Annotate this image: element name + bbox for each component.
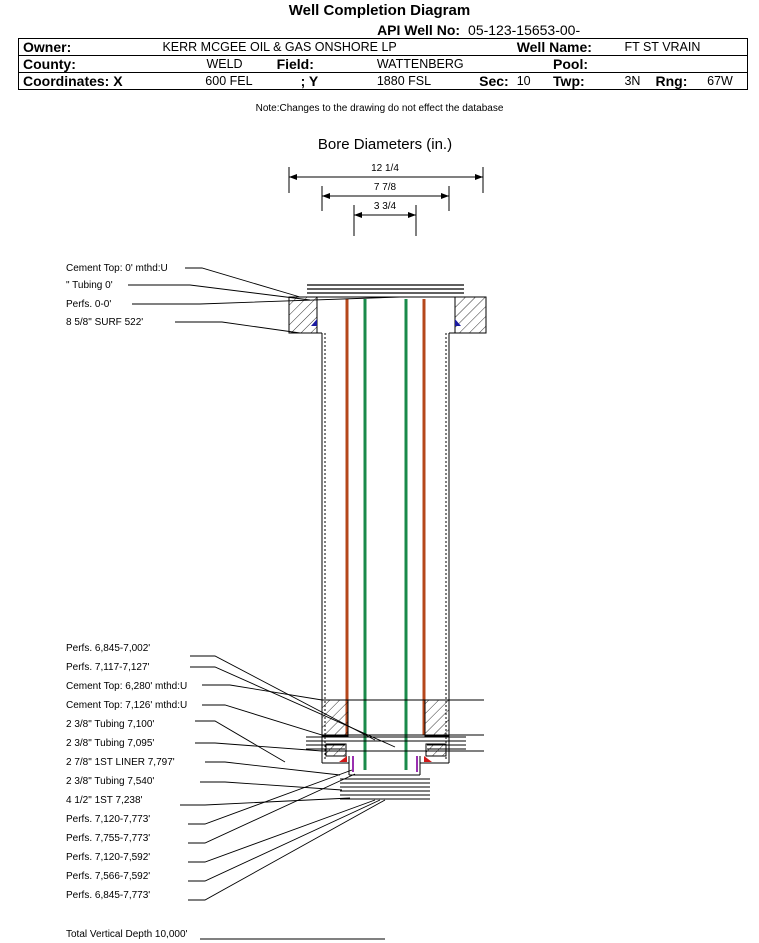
label-perfs-5: Perfs. 7,120-7,592' xyxy=(66,852,150,863)
sec-value: 10 xyxy=(516,74,531,88)
label-perfs-7: Perfs. 6,845-7,773' xyxy=(66,890,150,901)
rng-value: 67W xyxy=(707,74,733,88)
liner-section xyxy=(322,756,449,776)
label-perfs-0: Perfs. 0-0' xyxy=(66,299,111,310)
label-surface-casing: 8 5/8" SURF 522' xyxy=(66,317,143,328)
label-total-vertical-depth: Total Vertical Depth 10,000' xyxy=(66,929,188,940)
header-row-county: County: WELD Field: WATTENBERG Pool: xyxy=(18,55,748,73)
rng-label: Rng: xyxy=(655,73,688,89)
county-value: WELD xyxy=(206,57,243,71)
label-tubing-7100: 2 3/8" Tubing 7,100' xyxy=(66,719,154,730)
label-perfs-6: Perfs. 7,566-7,592' xyxy=(66,871,150,882)
liner-marker-right xyxy=(424,756,432,762)
label-tubing-0: " Tubing 0' xyxy=(66,280,113,291)
label-perfs-1: Perfs. 6,845-7,002' xyxy=(66,643,150,654)
field-label: Field: xyxy=(276,56,314,72)
bore-diameter-2: 7 7/8 xyxy=(374,182,397,193)
api-value: 05-123-15653-00- xyxy=(468,22,581,38)
tubing-strings xyxy=(345,299,426,770)
coord-y-label: ; Y xyxy=(300,73,319,89)
county-label: County: xyxy=(23,56,76,72)
sec-label: Sec: xyxy=(479,73,509,89)
liner-marker-left xyxy=(339,756,347,762)
tubing-shoulders xyxy=(306,736,466,750)
twp-label: Twp: xyxy=(553,73,585,89)
label-cement-top-6280: Cement Top: 6,280' mthd:U xyxy=(66,681,187,692)
bore-diameters-title: Bore Diameters (in.) xyxy=(318,136,452,153)
diagram-title: Well Completion Diagram xyxy=(288,2,471,19)
cement-marker-left xyxy=(311,319,317,326)
coord-x-value: 600 FEL xyxy=(205,74,253,88)
database-note: Note:Changes to the drawing do not effec… xyxy=(255,103,504,114)
lower-cement xyxy=(321,699,450,757)
wellhead-lines xyxy=(307,284,464,294)
field-value: WATTENBERG xyxy=(376,57,464,71)
bottom-tubing-lines xyxy=(340,778,430,800)
twp-value: 3N xyxy=(624,74,641,88)
well-header-table: API Well No: 05-123-15653-00- Owner: KER… xyxy=(18,22,748,90)
production-casing xyxy=(289,332,486,763)
label-perfs-4: Perfs. 7,755-7,773' xyxy=(66,833,150,844)
label-perfs-2: Perfs. 7,117-7,127' xyxy=(66,662,150,673)
bottom-leader-lines xyxy=(180,655,484,940)
surface-casing xyxy=(288,296,487,334)
bore-dimension-lines xyxy=(288,167,484,236)
api-label: API Well No: xyxy=(377,22,461,38)
label-tubing-7095: 2 3/8" Tubing 7,095' xyxy=(66,738,154,749)
bore-diameter-3: 3 3/4 xyxy=(374,201,397,212)
header-row-owner: Owner: KERR MCGEE OIL & GAS ONSHORE LP W… xyxy=(18,38,748,56)
bottom-labels: Perfs. 6,845-7,002' Perfs. 7,117-7,127' … xyxy=(66,643,188,940)
bore-diameter-1: 12 1/4 xyxy=(371,163,399,174)
label-casing-1st: 4 1/2" 1ST 7,238' xyxy=(66,795,143,806)
label-liner: 2 7/8" 1ST LINER 7,797' xyxy=(66,757,175,768)
coord-y-value: 1880 FSL xyxy=(376,74,432,88)
coord-x-label: Coordinates: X xyxy=(23,73,123,89)
header-row-coordinates: Coordinates: X 600 FEL ; Y 1880 FSL Sec:… xyxy=(18,72,748,90)
label-perfs-3: Perfs. 7,120-7,773' xyxy=(66,814,150,825)
label-tubing-7540: 2 3/8" Tubing 7,540' xyxy=(66,776,154,787)
label-cement-top-0: Cement Top: 0' mthd:U xyxy=(66,263,168,274)
cement-marker-right xyxy=(455,319,461,326)
owner-value: KERR MCGEE OIL & GAS ONSHORE LP xyxy=(162,40,397,54)
label-cement-top-7126: Cement Top: 7,126' mthd:U xyxy=(66,700,187,711)
owner-label: Owner: xyxy=(23,39,72,55)
pool-label: Pool: xyxy=(553,56,589,72)
top-leader-lines xyxy=(128,267,401,334)
well-name-label: Well Name: xyxy=(516,39,592,55)
bore-arrowheads xyxy=(289,174,483,218)
well-name-value: FT ST VRAIN xyxy=(624,40,701,54)
top-labels: Cement Top: 0' mthd:U " Tubing 0' Perfs.… xyxy=(66,263,168,328)
